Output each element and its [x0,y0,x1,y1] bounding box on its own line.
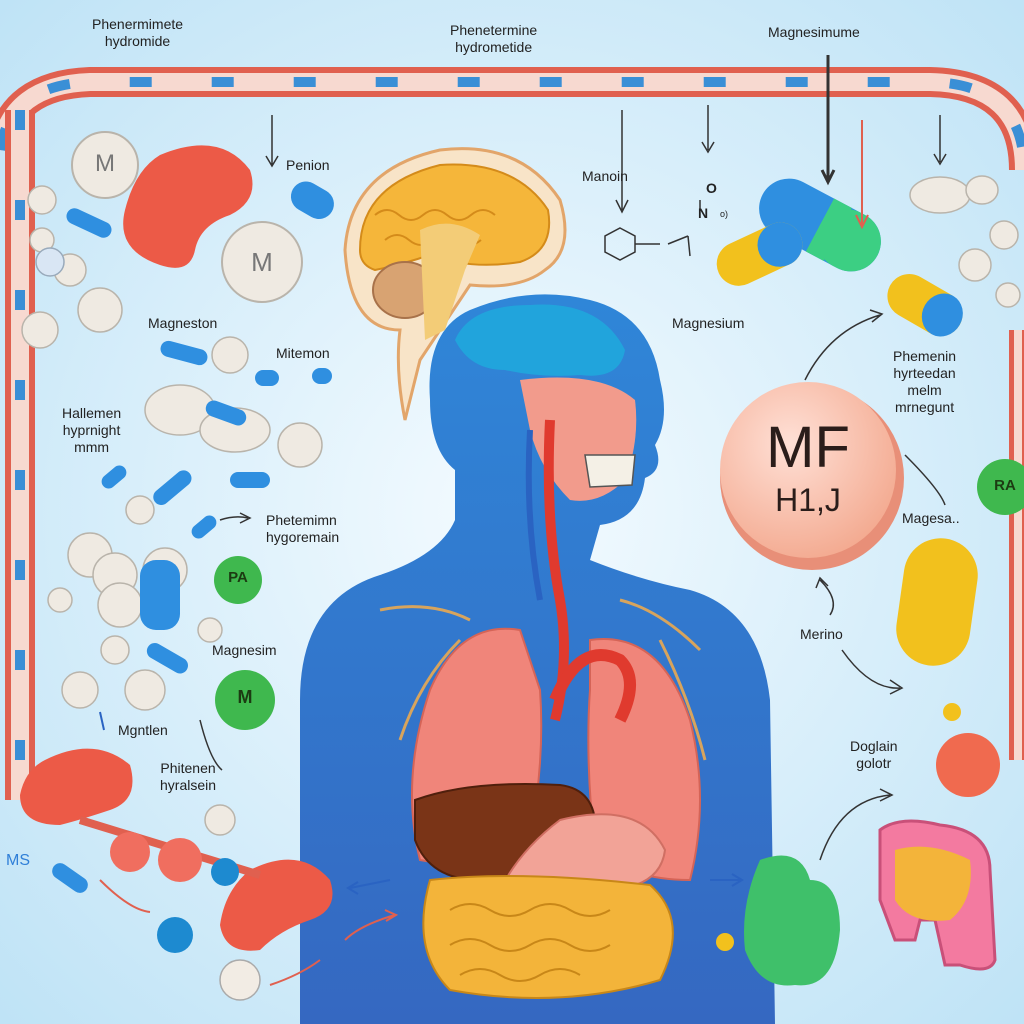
yellow-dot [716,933,734,951]
big-pill-imprint-line2: H1,J [775,482,841,518]
big-pill-imprint-line1: MF [766,415,850,480]
label-top-center-line1: Phenetermine [450,22,538,38]
m-tablet-large [221,221,303,303]
m-badge [215,670,275,730]
m-tablet-top [71,131,139,199]
intestine-folds [449,903,611,982]
label-phitenen-line2: hyralsein [160,777,217,793]
label-phitenen: Phitenen hyralsein [160,760,216,794]
label-top-right: Magnesimume [768,24,860,40]
m-badge-label: M [237,687,253,707]
label-chem-o: O [706,180,717,196]
label-merino: Merino [800,626,843,642]
tablet-cluster-right [909,175,1021,308]
label-top-left-line2: hydromide [104,33,171,49]
label-magnesium-mid: Magnesium [672,315,745,331]
ra-badge-label: RA [994,477,1016,494]
green-organ [744,855,840,986]
label-top-center: Phenetermine hydrometide [450,22,537,56]
label-right-stack-line1: Phemenin [893,348,957,364]
ra-badge [977,459,1024,515]
capsules-left [35,181,334,893]
brain-cross-section [343,147,567,421]
kidney-bottom-left [20,748,133,825]
kidney-bottom-center [220,859,333,951]
pa-badge-label: PA [228,569,248,586]
m-tablet-large-imprint: M [251,247,273,277]
orange-ball-large [936,733,1000,797]
vein-neck [525,429,543,601]
molecule-chain [78,816,262,1001]
chemical-structure [604,200,701,261]
m-tablet-top-imprint: M [95,150,115,177]
label-phetemimn-line1: Phetemimn [266,512,337,528]
blood-vessel-frame [0,67,1024,800]
intestines [422,875,674,999]
label-penion: Penion [286,157,330,173]
label-right-stack-line4: mrnegunt [894,399,955,415]
capsules-right [716,178,978,666]
label-hallemen: Hallemen hyprnight mmm [62,405,121,456]
label-doglain-line2: golotr [856,755,892,771]
label-chem-sup: o) [720,209,729,219]
label-right-stack-line2: hyrteedan [893,365,956,381]
brain-in-head [455,304,625,376]
label-doglain: Doglain golotr [850,738,897,772]
small-intestine-right [895,846,971,921]
label-top-left: Phenermimete hydromide [92,16,183,50]
kidney-top [123,145,253,268]
label-top-center-line2: hydrometide [455,39,533,55]
label-manoin: Manoin [582,168,628,184]
label-chem-n: N [698,205,709,221]
label-hallemen-line3: mmm [74,439,110,455]
label-magneston: Magneston [148,315,218,331]
nerve-branches [379,598,707,761]
label-mitemon: Mitemon [276,345,330,361]
label-top-left-line1: Phenermimete [92,16,184,32]
red-arrows [99,120,869,986]
label-ms: MS [6,852,30,869]
label-doglain-line1: Doglain [850,738,898,754]
skull-jaw [584,454,636,488]
label-hallemen-line1: Hallemen [62,405,122,421]
tablet-cluster-left [21,185,323,836]
orange-ball-small [943,703,961,721]
label-right-stack-line3: melm [907,382,942,398]
arrows [199,55,947,861]
label-right-stack: Phemenin hyrteedan melm mrnegunt [893,348,956,416]
label-magnesim: Magnesim [212,642,277,658]
label-phetemimn-line2: hygoremain [266,529,340,545]
big-mf-pill [720,382,904,570]
aorta [549,649,636,723]
label-mgntlen: Mgntlen [118,722,168,738]
label-phetemimn: Phetemimn hygoremain [266,512,339,546]
pa-badge [214,556,262,604]
label-phitenen-line1: Phitenen [160,760,216,776]
blue-arrows [99,711,744,895]
label-hallemen-line2: hyprnight [62,422,121,438]
label-magesal: Magesa.. [902,510,960,526]
